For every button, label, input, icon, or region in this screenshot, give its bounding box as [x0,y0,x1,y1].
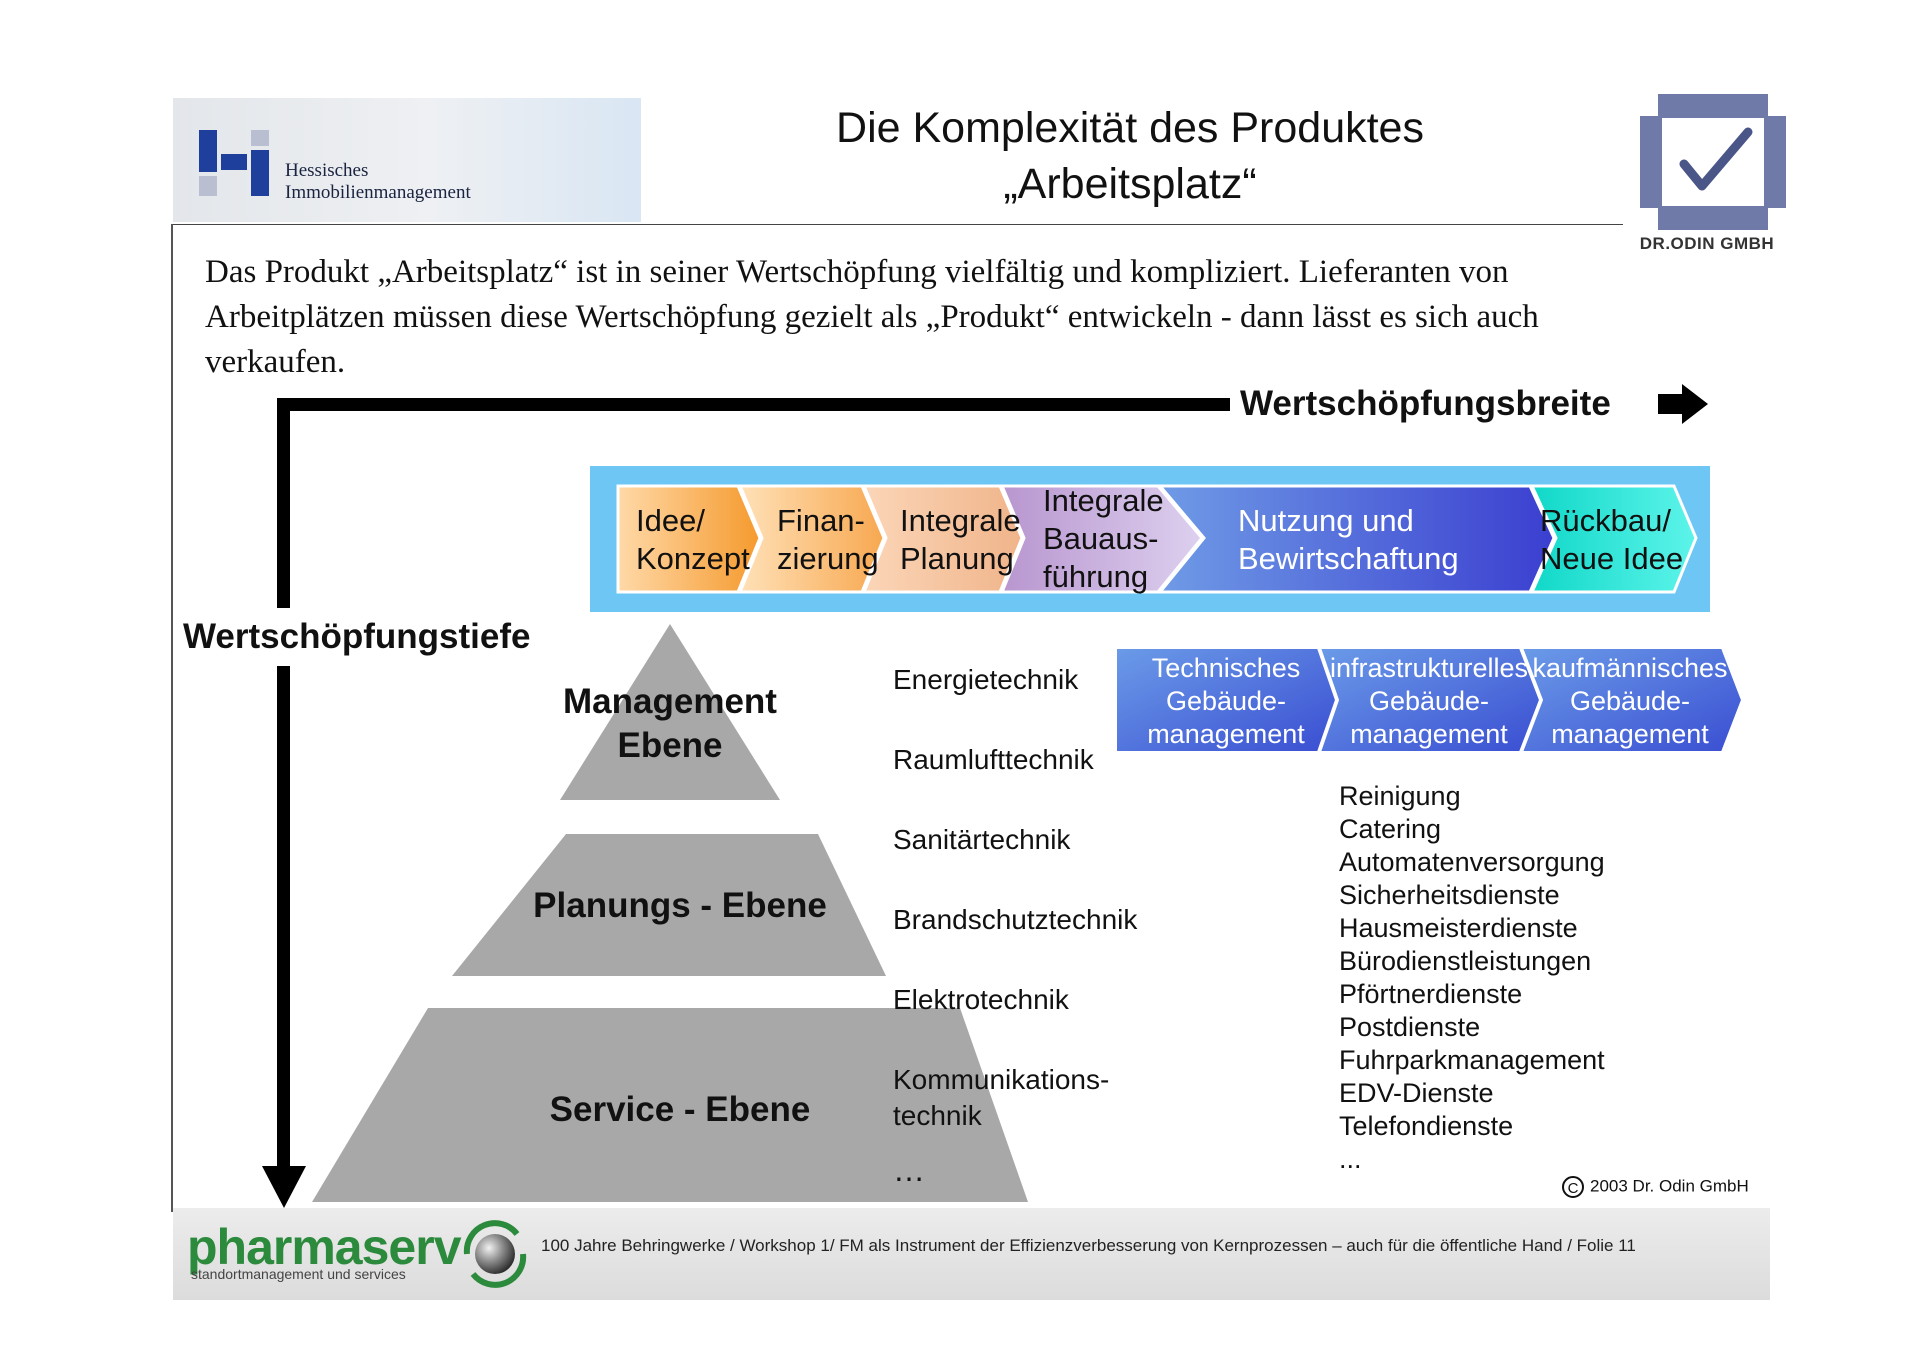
header-divider [173,224,1623,225]
pharmaserv-globe-icon [463,1220,527,1288]
service-item: Reinigung [1339,781,1461,811]
chain-label-4: Integrale Bauaus- führung [1043,482,1164,596]
chain-label-1-line2: Konzept [636,541,750,576]
service-item: Postdienste [1339,1012,1481,1042]
fm-step-2 [1318,647,1542,753]
fm-label-3-line1: kaufmännisches [1532,653,1728,683]
pharmaserv-brand: pharmaserv [187,1219,461,1275]
chain-label-4-line2: Bauaus- [1043,521,1159,556]
pharmaserv-subtitle: standortmanagement und services [191,1266,406,1282]
service-item: Hausmeisterdienste [1339,913,1578,943]
level-planung: Planungs - Ebene [533,886,827,925]
hessisches-logo: Hessisches Immobilienmanagement [173,98,641,222]
chain-step-1 [616,484,762,594]
level-management-line1: Management [563,682,777,721]
fm-label-2: infrastrukturelles Gebäude- management [1322,652,1536,751]
chain-label-1: Idee/ Konzept [636,502,750,578]
logo-text-line2: Immobilienmanagement [285,182,471,203]
tech-brandschutz: Brandschutztechnik [893,904,1138,935]
copyright-icon: C [1562,1176,1584,1198]
tech-raumluft: Raumlufttechnik [893,744,1094,775]
tech-more: … [893,1152,929,1188]
service-item: Fuhrparkmanagement [1339,1045,1605,1075]
tech-energie: Energietechnik [893,664,1079,695]
fm-label-3: kaufmännisches Gebäude- management [1530,652,1730,751]
chain-label-2-line1: Finan- [777,503,865,538]
fm-step-1 [1115,647,1338,753]
service-item: Catering [1339,814,1442,844]
fm-label-2-line1: infrastrukturelles [1329,653,1529,683]
fm-label-1-line3: management [1147,719,1305,749]
tech-kommunikation-line1: Kommunikations- [893,1064,1110,1095]
chain-step-3 [861,484,1024,594]
chain-label-2-line2: zierung [777,541,879,576]
fm-label-2-line3: management [1350,719,1508,749]
chain-step-6 [1529,484,1698,594]
copyright-text: 2003 Dr. Odin GmbH [1590,1176,1749,1196]
chain-label-3: Integrale Planung [900,502,1021,578]
chain-step-4 [999,484,1204,594]
fm-label-2-line2: Gebäude- [1368,686,1490,716]
chain-label-6-line2: Neue Idee [1540,541,1684,576]
checkmark-icon [1679,127,1753,191]
pyramid-planung [452,834,886,976]
chain-label-4-line1: Integrale [1043,483,1164,518]
page-title: Die Komplexität des Produktes „Arbeitspl… [700,100,1560,212]
fm-label-1-line1: Technisches [1151,653,1301,683]
pyramid-service [312,1008,1028,1202]
left-border [171,224,173,1212]
dr-odin-logo [1640,94,1786,230]
service-item: Sicherheitsdienste [1339,880,1560,910]
logo-text-line1: Hessisches [285,160,369,181]
chain-label-2: Finan- zierung [777,502,879,578]
tech-kommunikation-line2: technik [893,1100,982,1131]
chain-label-5: Nutzung und Bewirtschaftung [1238,502,1459,578]
service-item: Automatenversorgung [1339,847,1605,877]
arrow-right-icon [1658,384,1708,424]
level-management-line2: Ebene [617,726,723,765]
axis-label-breite: Wertschöpfungsbreite [1240,384,1611,423]
chain-label-5-line2: Bewirtschaftung [1238,541,1459,576]
arrow-down-icon [262,1166,306,1208]
tech-sanitaer: Sanitärtechnik [893,824,1071,855]
chain-step-2 [737,484,886,594]
chain-label-5-line1: Nutzung und [1238,503,1414,538]
tech-elektro: Elektrotechnik [893,984,1069,1015]
service-item: ... [1339,1144,1362,1174]
footer: pharmaserv standortmanagement und servic… [173,1208,1770,1300]
chain-label-3-line1: Integrale [900,503,1021,538]
chain-step-5 [1156,484,1556,594]
fm-label-1: Technisches Gebäude- management [1126,652,1326,751]
pyramid-management [560,624,780,800]
fm-label-3-line3: management [1551,719,1709,749]
intro-text: Das Produkt „Arbeitsplatz“ ist in seiner… [205,254,1539,380]
logo-text: Hessisches Immobilienmanagement [285,160,471,204]
service-item: Bürodienstleistungen [1339,946,1592,976]
title-line2: „Arbeitsplatz“ [1003,160,1257,208]
fm-label-3-line2: Gebäude- [1569,686,1691,716]
level-management: Management Ebene [520,680,820,768]
chain-label-4-line3: führung [1043,559,1149,594]
title-line1: Die Komplexität des Produktes [836,104,1424,152]
services-list: Reinigung Catering Automatenversorgung S… [1339,780,1605,1176]
chain-label-1-line1: Idee/ [636,503,705,538]
copyright: C 2003 Dr. Odin GmbH [1562,1176,1749,1198]
axis-label-tiefe: Wertschöpfungstiefe [173,612,583,662]
chain-label-6-line1: Rückbau/ [1540,503,1671,538]
service-item: Telefondienste [1339,1111,1514,1141]
fm-label-1-line2: Gebäude- [1165,686,1287,716]
chain-label-6: Rückbau/ Neue Idee [1540,502,1683,578]
service-item: Pförtnerdienste [1339,979,1523,1009]
dr-odin-text: DR.ODIN GMBH [1639,234,1775,253]
footer-text: 100 Jahre Behringwerke / Workshop 1/ FM … [541,1236,1636,1255]
fm-step-3 [1520,647,1744,753]
chain-label-3-line2: Planung [900,541,1014,576]
tech-kommunikation: Kommunikations- technik [893,1062,1109,1134]
level-service: Service - Ebene [549,1090,811,1129]
service-item: EDV-Dienste [1339,1078,1494,1108]
